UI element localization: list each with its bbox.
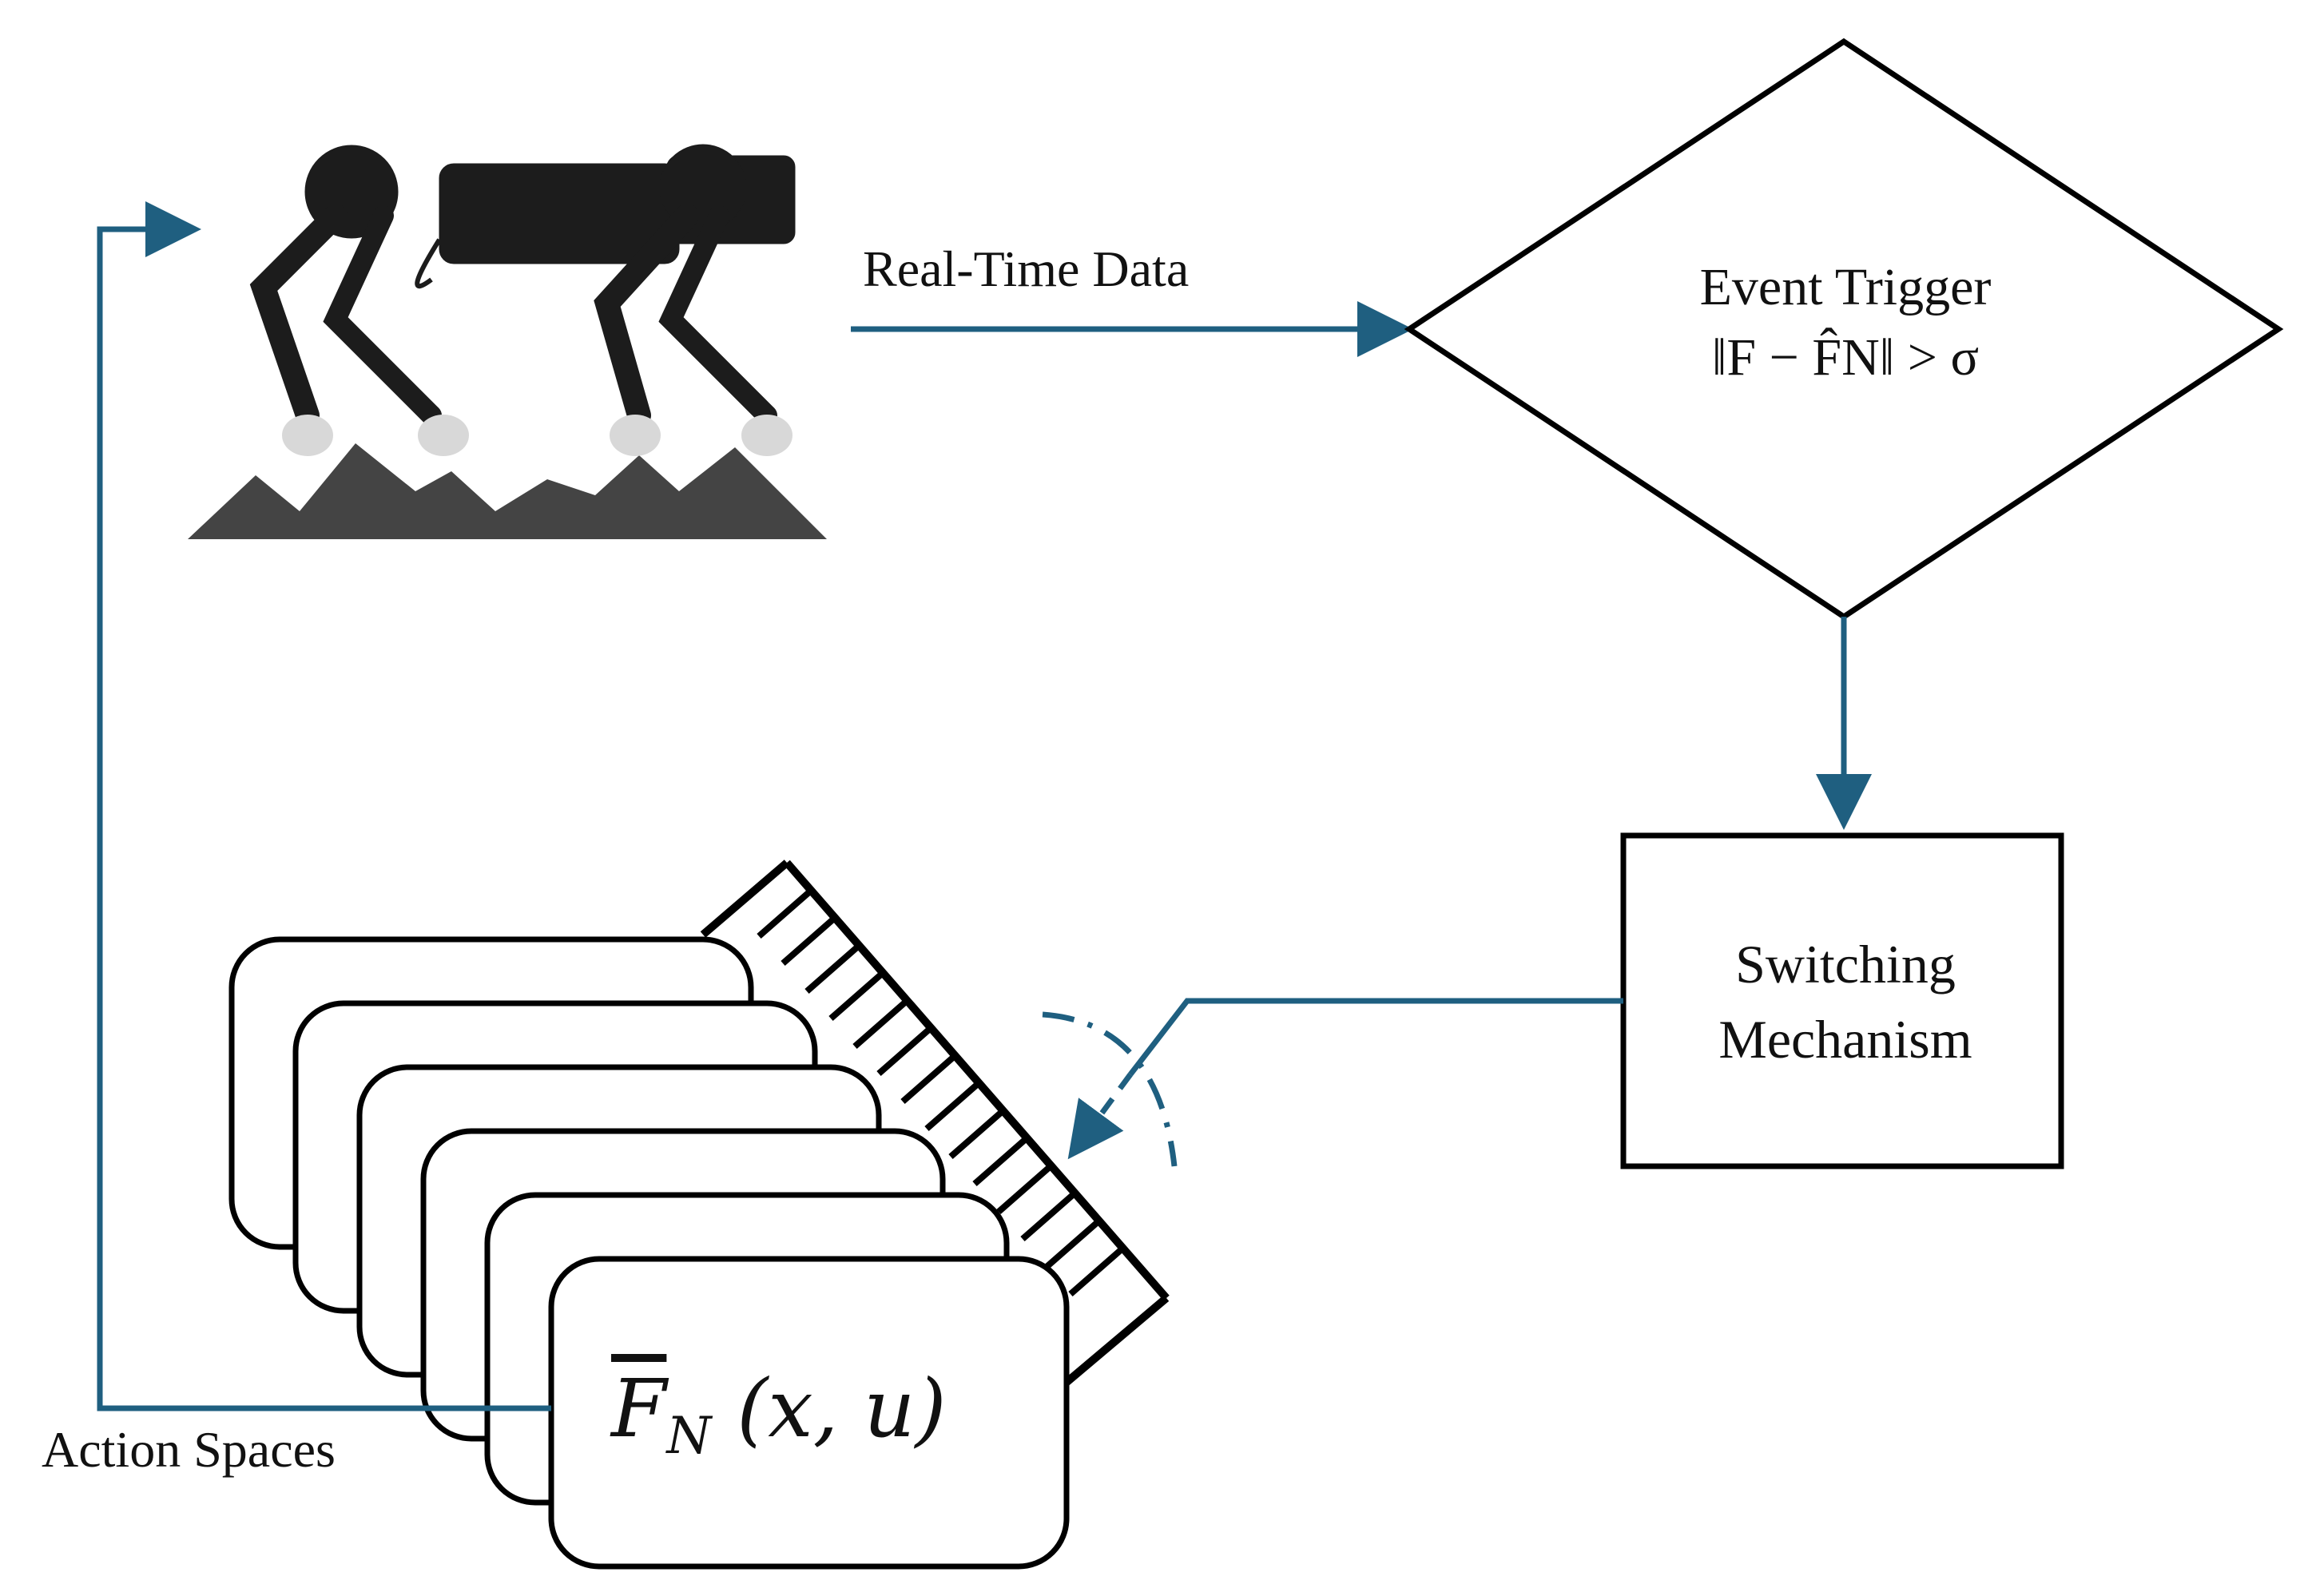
terrain-icon [188, 415, 827, 539]
switching-mechanism-box [1620, 832, 2064, 1169]
feedback-loop-arrow [97, 201, 551, 1411]
realtime-data-label: Real-Time Data [863, 240, 1190, 297]
action-space-stack [228, 936, 1070, 1570]
function-name: F [611, 1362, 667, 1455]
quadruped-robot-icon [249, 144, 796, 427]
switching-label-line1: Switching [1735, 934, 1956, 995]
function-args: (x, u) [737, 1362, 947, 1455]
action-space-card-front [548, 1256, 1070, 1570]
action-spaces-label: Action Spaces [42, 1421, 336, 1478]
event-trigger-label: Event Trigger [1699, 258, 1992, 316]
function-subscript: N [666, 1407, 712, 1466]
switching-label-line2: Mechanism [1718, 1009, 1972, 1070]
function-label: FN (x, u) [611, 1362, 947, 1466]
selector-rail [700, 860, 1170, 1409]
switch-output-line [1128, 998, 1623, 1077]
switching-mechanism-label: Switching Mechanism [1622, 927, 2069, 1077]
switch-swing-arc [1042, 1011, 1178, 1167]
switch-dashed-arrow [1067, 1072, 1133, 1160]
trigger-condition-label: ‖F − F̂N‖ > σ [1711, 328, 1980, 387]
